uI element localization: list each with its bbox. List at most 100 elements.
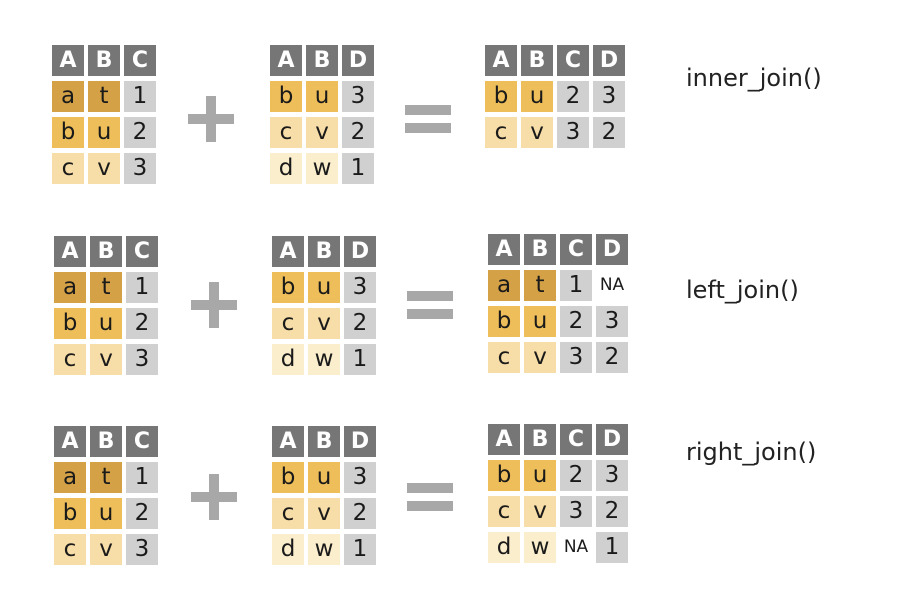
table-cell: 3 [342, 81, 374, 112]
table-cell: v [88, 153, 120, 184]
table-cell: 3 [593, 81, 625, 112]
table-cell: t [524, 270, 556, 301]
table-cell: c [272, 498, 304, 529]
table-cell: 3 [560, 496, 592, 527]
table-cell: d [270, 153, 302, 184]
na-cell: NA [560, 532, 592, 563]
table-cell: d [272, 534, 304, 565]
table-cell: b [488, 460, 520, 491]
table-cell: 2 [593, 117, 625, 148]
table-cell: 1 [124, 81, 156, 112]
table-cell: u [308, 272, 340, 303]
table-cell: 1 [342, 153, 374, 184]
table-cell: c [52, 153, 84, 184]
column-header: A [272, 426, 304, 457]
table-cell: w [308, 344, 340, 375]
column-header: A [488, 234, 520, 265]
column-header: D [593, 45, 625, 76]
column-header: B [90, 236, 122, 267]
table-cell: 1 [126, 462, 158, 493]
column-header: A [54, 236, 86, 267]
column-header: D [344, 236, 376, 267]
column-header: C [126, 426, 158, 457]
table-cell: 2 [342, 117, 374, 148]
table-cell: b [485, 81, 517, 112]
table-cell: v [306, 117, 338, 148]
join-label: inner_join() [686, 64, 822, 92]
table-cell: a [488, 270, 520, 301]
equals-icon [407, 282, 453, 328]
na-cell: NA [596, 270, 628, 301]
column-header: D [596, 424, 628, 455]
plus-icon [191, 474, 237, 520]
table-cell: 2 [596, 496, 628, 527]
table-cell: b [54, 498, 86, 529]
table-cell: v [524, 496, 556, 527]
column-header: D [342, 45, 374, 76]
table-cell: d [272, 344, 304, 375]
table-cell: 2 [560, 460, 592, 491]
table-cell: b [270, 81, 302, 112]
column-header: B [308, 426, 340, 457]
table-cell: t [90, 272, 122, 303]
column-header: B [308, 236, 340, 267]
table-cell: 2 [126, 308, 158, 339]
column-header: C [557, 45, 589, 76]
table-cell: 1 [344, 344, 376, 375]
equals-icon [407, 474, 453, 520]
table-cell: t [88, 81, 120, 112]
column-header: A [270, 45, 302, 76]
table-cell: v [308, 308, 340, 339]
table-cell: b [54, 308, 86, 339]
table-cell: b [488, 306, 520, 337]
table-cell: b [272, 462, 304, 493]
table-cell: u [308, 462, 340, 493]
table-cell: 1 [596, 532, 628, 563]
table-cell: u [524, 306, 556, 337]
table-cell: 2 [344, 308, 376, 339]
column-header: B [524, 234, 556, 265]
column-header: B [524, 424, 556, 455]
table-cell: c [488, 342, 520, 373]
table-cell: 1 [560, 270, 592, 301]
table-cell: c [272, 308, 304, 339]
table-cell: b [52, 117, 84, 148]
join-label: left_join() [686, 276, 799, 304]
join-label: right_join() [686, 438, 817, 466]
column-header: C [124, 45, 156, 76]
table-cell: c [270, 117, 302, 148]
table-cell: c [488, 496, 520, 527]
table-cell: c [54, 344, 86, 375]
table-cell: d [488, 532, 520, 563]
table-cell: 2 [596, 342, 628, 373]
table-cell: 1 [344, 534, 376, 565]
table-cell: v [521, 117, 553, 148]
table-cell: 3 [560, 342, 592, 373]
table-cell: u [306, 81, 338, 112]
table-cell: b [272, 272, 304, 303]
table-cell: u [524, 460, 556, 491]
plus-icon [191, 282, 237, 328]
table-cell: t [90, 462, 122, 493]
table-cell: 3 [596, 306, 628, 337]
column-header: B [88, 45, 120, 76]
column-header: C [560, 424, 592, 455]
column-header: C [560, 234, 592, 265]
column-header: C [126, 236, 158, 267]
table-cell: 2 [557, 81, 589, 112]
table-cell: a [54, 272, 86, 303]
column-header: B [306, 45, 338, 76]
table-cell: 3 [126, 534, 158, 565]
table-cell: v [308, 498, 340, 529]
table-cell: a [54, 462, 86, 493]
table-cell: 3 [344, 272, 376, 303]
column-header: B [90, 426, 122, 457]
table-cell: 1 [126, 272, 158, 303]
